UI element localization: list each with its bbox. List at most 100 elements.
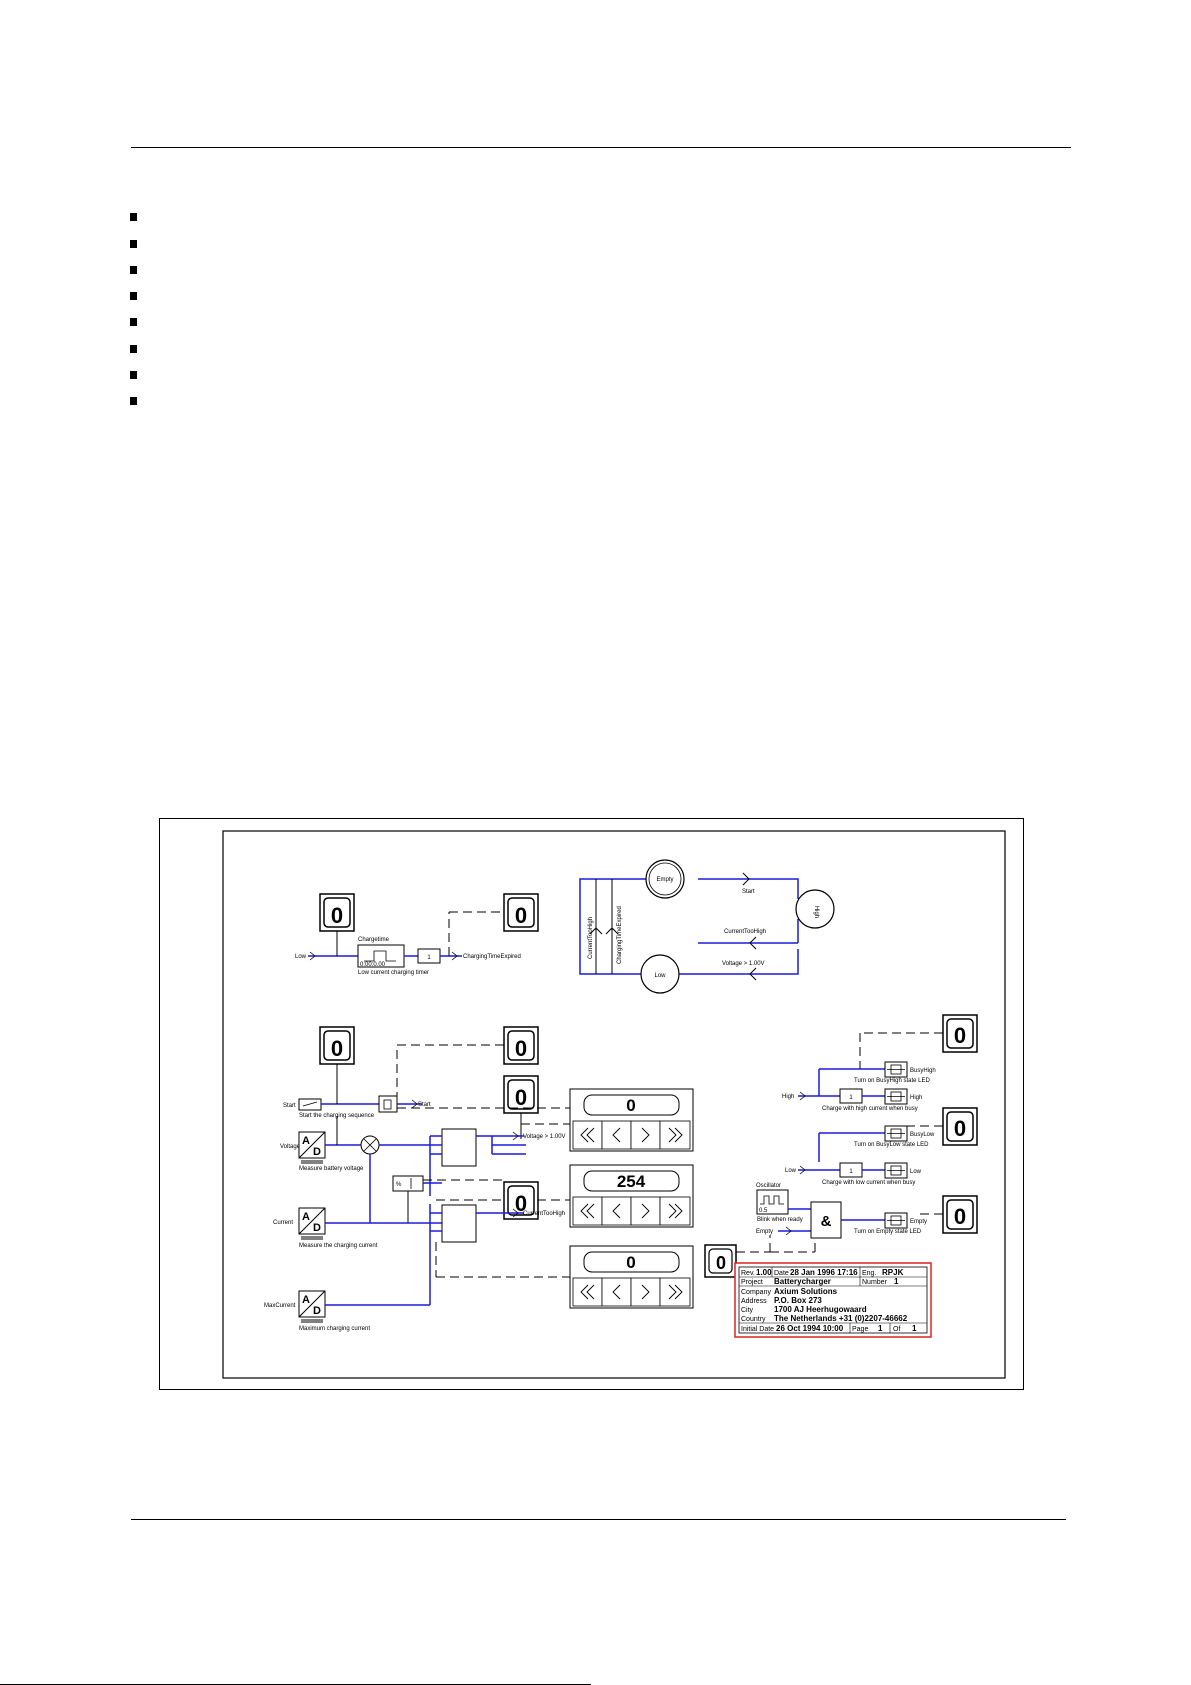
output-label: CurrentTooHigh [523, 1211, 565, 1217]
display-value: 0 [954, 1116, 966, 1141]
output-caption: Turn on BusyLow state LED [854, 1142, 929, 1148]
timer-title: Chargetime [358, 937, 390, 943]
comparator-current [441, 1204, 477, 1243]
tb-value: The Netherlands +31 (0)2207-46662 [774, 1314, 908, 1323]
led-block [884, 1061, 908, 1078]
bullet [130, 240, 137, 248]
bullet [130, 266, 137, 274]
input-label: MaxCurrent [264, 1303, 296, 1309]
bullet [130, 318, 137, 326]
input-caption: Measure battery voltage [299, 1166, 364, 1172]
footer-rule [131, 1519, 1066, 1520]
tb-label: Date [774, 1270, 789, 1277]
oscillator-setting: 0.5 [759, 1208, 768, 1214]
bullet [130, 397, 137, 405]
oscillator-caption: Blink when ready [757, 1217, 803, 1223]
display-value: 0 [515, 903, 527, 928]
panel-value: 254 [617, 1172, 646, 1191]
bullet [130, 345, 137, 353]
bullet [130, 213, 137, 221]
tb-label: Eng. [862, 1270, 876, 1277]
state-machine: Empty High Low Start CurrentTooHigh Volt… [579, 859, 835, 994]
drawing-sheet [222, 830, 1006, 1379]
tb-label: Number [862, 1279, 888, 1286]
input-caption: Maximum charging current [299, 1326, 370, 1332]
output-label: BusyLow [910, 1132, 935, 1138]
tb-value: 1 [912, 1324, 917, 1333]
display-value: 0 [954, 1204, 966, 1229]
schematic-frame: A D 0 0 Low Chargetime 0:00:0.00 Low cur… [159, 818, 1024, 1390]
not-gate-label: 1 [849, 1095, 853, 1101]
tb-label: City [741, 1307, 754, 1314]
output-label: Empty [910, 1219, 927, 1225]
panel-value: 0 [626, 1253, 635, 1272]
output-label: Low [910, 1169, 922, 1175]
transition-label: CurrentTooHigh [588, 917, 594, 959]
state-low [640, 954, 680, 994]
tb-label: Rev. [741, 1270, 755, 1277]
tb-value: Batterycharger [774, 1277, 831, 1286]
state-empty [645, 859, 685, 899]
tb-value: 26 Oct 1994 10:00 [776, 1324, 844, 1333]
led-block [884, 1088, 908, 1105]
display-value: 0 [515, 1191, 527, 1216]
output-caption: Turn on Empty state LED [854, 1229, 922, 1235]
oscillator-block [756, 1189, 789, 1215]
transition-label: Start [742, 889, 755, 895]
wire-label: Start [418, 1102, 431, 1108]
led-block [884, 1212, 908, 1229]
schematic-diagram: A D 0 0 Low Chargetime 0:00:0.00 Low cur… [222, 830, 1006, 1379]
tb-value: 1 [894, 1277, 899, 1286]
input-label: Start [283, 1103, 296, 1109]
display-value: 0 [331, 1036, 343, 1061]
tb-label: Of [893, 1326, 900, 1333]
percent-label: % [396, 1182, 402, 1188]
output-label: Voltage > 1.00V [523, 1134, 566, 1140]
tb-label: Page [852, 1326, 868, 1333]
state-label: High [813, 906, 819, 918]
header-rule [131, 147, 1071, 148]
display-value: 0 [515, 1085, 527, 1110]
display-value: 0 [515, 1036, 527, 1061]
comparator-voltage [441, 1128, 477, 1167]
tb-label: Company [741, 1289, 771, 1296]
bullet [130, 371, 137, 379]
ad-converter [298, 1290, 326, 1323]
control-panel: 0 [569, 1245, 694, 1309]
control-panel: 254 [569, 1164, 694, 1228]
and-gate-label: & [821, 1213, 832, 1230]
tb-value: Axium Solutions [774, 1287, 838, 1296]
ad-converter [298, 1207, 326, 1240]
transition-label: ChargingTimeExpired [617, 906, 623, 964]
not-gate-label: 1 [427, 955, 431, 961]
control-panel: 0 [569, 1088, 694, 1152]
not-gate-label: 1 [849, 1169, 853, 1175]
tb-label: Initial Date [741, 1326, 774, 1333]
state-high [795, 889, 835, 929]
title-block: Rev. 1.00 Date 28 Jan 1996 17:16 Eng. RP… [734, 1262, 932, 1338]
output-label: BusyHigh [910, 1068, 936, 1074]
start-switch [298, 1098, 322, 1111]
input-label: Low [295, 954, 307, 960]
led-block [884, 1125, 908, 1142]
state-label: Low [654, 973, 666, 979]
output-caption: Turn on BusyHigh state LED [854, 1078, 930, 1084]
input-label: High [782, 1094, 794, 1100]
tb-value: 28 Jan 1996 17:16 [790, 1268, 858, 1277]
display-value: 0 [331, 903, 343, 928]
input-label: Current [273, 1220, 293, 1226]
tb-value: 1.00 [756, 1268, 772, 1277]
input-section: 0 0 0 0 Start Start the charging sequenc… [264, 1026, 570, 1332]
and-gate [810, 1201, 842, 1239]
tb-label: Country [741, 1316, 766, 1323]
timer-setting: 0:00:0.00 [360, 962, 386, 968]
output-section: 0 BusyHigh Turn on BusyHigh state LED Hi… [704, 1014, 978, 1278]
tb-label: Project [741, 1279, 763, 1286]
output-label: High [910, 1095, 922, 1101]
display-value: 0 [716, 1253, 726, 1273]
output-label: ChargingTimeExpired [463, 954, 521, 960]
input-label: Voltage [280, 1144, 301, 1150]
timer-section: 0 0 Low Chargetime 0:00:0.00 Low current… [295, 893, 539, 976]
input-label: Low [785, 1168, 797, 1174]
output-caption: Charge with low current when busy [822, 1180, 915, 1186]
